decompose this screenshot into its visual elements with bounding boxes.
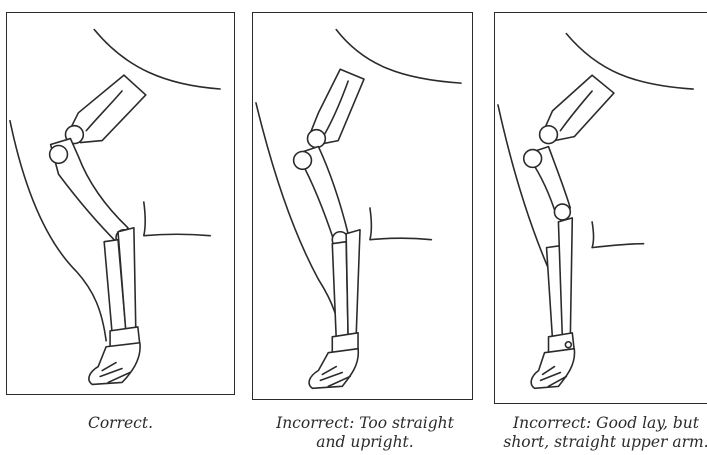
forearm-ulna <box>346 230 360 339</box>
elbow-outline <box>592 222 644 248</box>
caption-line: and upright. <box>250 433 480 452</box>
caption-line: Incorrect: Good lay, but <box>490 414 707 433</box>
caption-short-upper-arm: Incorrect: Good lay, but short, straight… <box>490 414 707 452</box>
caption-too-straight: Incorrect: Too straight and upright. <box>250 414 480 452</box>
wrist-pad <box>565 342 571 348</box>
elbow-outline <box>144 202 210 236</box>
leg-skeleton-short-upper-arm <box>495 13 707 403</box>
elbow-outline <box>370 208 431 240</box>
upper-arm-joint <box>50 146 68 164</box>
panel-too-straight <box>252 12 473 400</box>
panel-correct <box>6 12 235 395</box>
caption-line: Correct. <box>6 414 235 433</box>
leg-skeleton-correct <box>7 13 234 394</box>
caption-correct: Correct. <box>6 414 235 433</box>
elbow-joint <box>554 204 570 220</box>
forearm-radius <box>332 242 348 339</box>
caption-line: Incorrect: Too straight <box>250 414 480 433</box>
upper-arm-joint <box>524 150 542 168</box>
leg-skeleton-too-straight <box>253 13 472 399</box>
shoulder-joint <box>540 126 558 144</box>
shoulder-joint <box>308 130 326 148</box>
caption-line: short, straight upper arm. <box>490 433 707 452</box>
panel-short-upper-arm <box>494 12 707 404</box>
body-outline <box>94 30 220 89</box>
upper-arm-joint <box>294 151 312 169</box>
